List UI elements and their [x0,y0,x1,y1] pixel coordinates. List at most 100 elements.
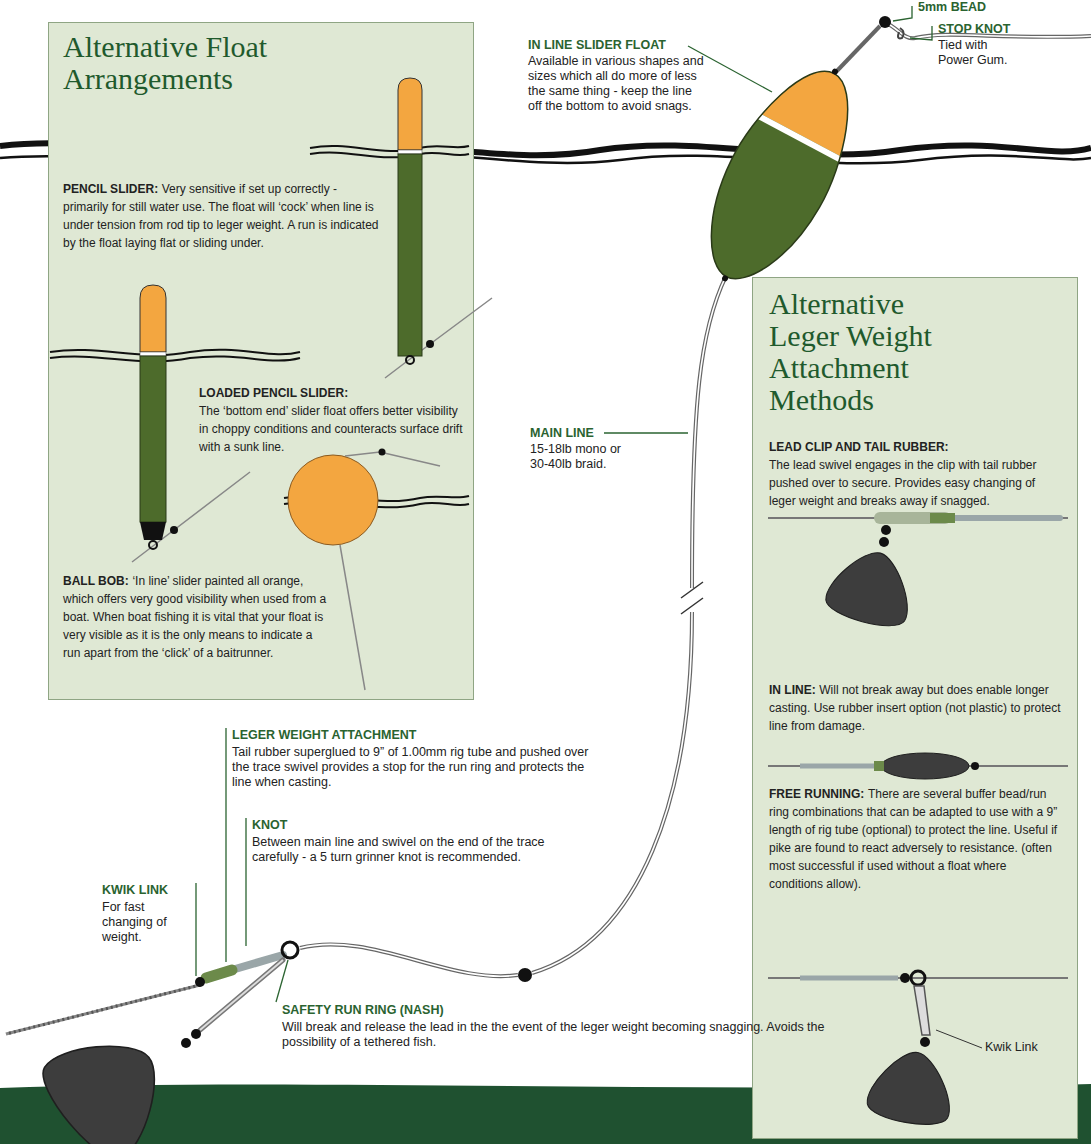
callout-heading: IN LINE: [769,683,816,697]
free-running-rig [936,1030,982,1048]
in-line-lead-rig [800,764,880,769]
callout-block: IN LINE:Will not break away but does ena… [769,680,1061,734]
main-line [300,944,518,976]
panel-title: Alternative Float Arrangements [63,31,363,95]
ball-bob [288,449,440,691]
main-line [300,944,518,976]
leader-line [276,960,288,1002]
lead-clip-rig [768,518,1068,632]
trace-terminal [6,942,532,1144]
in-line-lead-rig [971,762,979,770]
water-surface [50,350,300,355]
pencil-slider [398,154,422,356]
lead-clip-rig [940,515,1060,521]
callout-block: LEAD CLIP AND TAIL RUBBER:The lead swive… [769,440,1064,509]
trace-terminal [195,977,205,987]
pencil-slider [406,356,414,364]
free-running-rig [768,971,1068,1130]
leader-line [688,46,772,92]
label-block: STOP KNOT [938,22,1058,37]
loaded-pencil-slider [140,522,166,540]
main-line [692,276,726,588]
in-line-lead-rig [881,753,969,779]
trace-terminal [191,1029,201,1039]
lead-clip-rig [768,517,1068,519]
loaded-pencil-slider [149,541,157,549]
free-running-rig [920,1037,930,1047]
label-block: Tied with Power Gum. [938,38,1016,68]
callout-text: Will break and release the lead in the t… [282,1020,832,1050]
lead-clip-rig [930,513,955,523]
label-block: MAIN LINE [530,426,650,441]
trace-terminal [6,985,200,1034]
ball-bob [288,455,378,545]
pencil-slider [426,340,434,348]
label-block: Will break and release the lead in the t… [282,1020,832,1050]
in-line-lead-rig [768,753,1068,779]
slider-float [671,32,894,309]
free-running-rig [900,973,910,983]
callout-block: Alternative Leger Weight Attachment Meth… [769,288,969,416]
slider-float [831,68,839,76]
trace-terminal [200,960,283,1030]
callout-text: Between main line and swivel on the end … [252,835,587,865]
water-surface [50,146,469,507]
callout-heading: SAFETY RUN RING (NASH) [282,1003,578,1018]
callout-heading: MAIN LINE [530,426,646,441]
callout-heading: FREE RUNNING: [769,787,864,801]
callout-text: Tail rubber superglued to 9” of 1.00mm r… [232,745,602,790]
callout-block: BALL BOB:‘In line’ slider painted all or… [63,571,333,661]
water-surface [50,356,300,361]
callout-block: FREE RUNNING:There are several buffer be… [769,784,1061,892]
callout-text: For fast changing of weight. [102,900,174,945]
slider-float [748,32,894,163]
pencil-slider [385,78,492,378]
label-block: 15-18lb mono or 30-40lb braid. [530,442,635,472]
slider-float [745,32,894,169]
trace-terminal [206,970,232,978]
label-block: Available in various shapes and sizes wh… [528,54,708,114]
label-block: Between main line and swivel on the end … [252,835,587,865]
callout-heading: 5mm BEAD [918,0,1014,15]
callout-text: 15-18lb mono or 30-40lb braid. [530,442,635,472]
trace-terminal [200,960,283,1030]
main-line [885,22,1091,38]
main-line [834,26,880,74]
free-running-rig [800,976,898,981]
trace-terminal [31,1011,187,1144]
callout-heading: LOADED PENCIL SLIDER: [199,386,464,401]
callout-heading: KNOT [252,818,348,833]
water-surface [310,146,469,151]
main-line [681,582,703,614]
leader-line [195,883,196,976]
loaded-pencil-slider [132,285,250,562]
lead-clip-rig [879,537,889,547]
loaded-pencil-slider [140,356,166,522]
lead-clip-rig [881,525,891,535]
in-line-lead-rig [874,761,884,771]
pencil-slider [398,78,422,150]
stop-knot [898,28,904,38]
leader-line [604,432,688,433]
pencil-slider [398,150,422,154]
stop-knot [879,16,891,28]
callout-block: Alternative Float Arrangements [63,31,363,95]
trace-terminal [282,942,298,958]
callout-heading: BALL BOB: [63,574,129,588]
label-block: KWIK LINK [102,883,202,898]
callout-heading: PENCIL SLIDER: [63,182,158,196]
label-block: For fast changing of weight. [102,900,174,945]
main-line [885,22,1091,38]
callout-heading: LEGER WEIGHT ATTACHMENT [232,728,528,743]
label-block: SAFETY RUN RING (NASH) [282,1003,582,1018]
slider-float [682,50,878,300]
label-block: 5mm BEAD [918,0,1018,15]
trace-terminal [6,985,200,1034]
callout-text: There are several buffer bead/run ring c… [769,787,1057,891]
callout-heading: STOP KNOT [938,22,1054,37]
ball-bob [379,449,386,456]
label-block: KNOT [252,818,352,833]
main-line [692,276,726,588]
water-surface [310,153,469,158]
